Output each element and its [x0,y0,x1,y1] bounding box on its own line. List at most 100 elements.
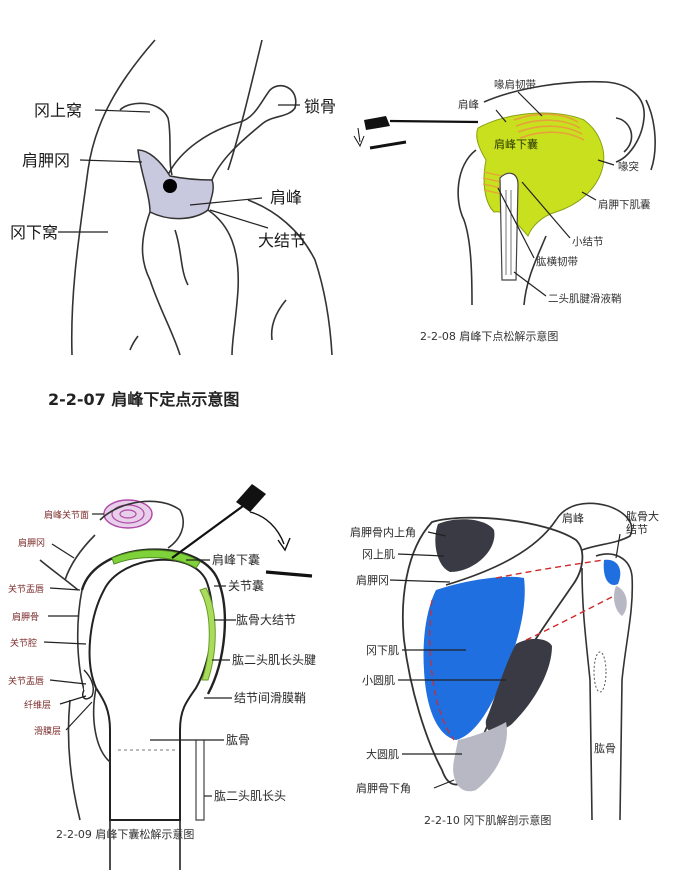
label-humerus: 肱骨 [594,741,616,755]
biceps-sheath [499,172,519,281]
label-labrum-bottom: 关节盂唇 [8,675,44,687]
diagram-bursa-release: 肩峰关节面 肩胛冈 关节盂唇 肩胛骨 关节腔 关节盂唇 纤维层 滑膜层 肩峰下囊… [8,484,316,870]
leader-greater-tubercle [209,209,269,229]
arrow-head [353,135,365,148]
label-lesser-tubercle: 小结节 [572,235,604,248]
biceps-long-head [195,740,205,821]
leader-coracoacromial [517,91,543,117]
needle-handle [236,484,266,512]
label-coracoacromial-ligament: 喙肩韧带 [494,78,536,91]
leader-fibrous [59,695,87,705]
diagram-infraspinatus-anatomy: 肩胛骨内上角 冈上肌 肩胛冈 冈下肌 小圆肌 大圆肌 肩胛骨下角 肩峰 肱骨大结… [350,502,659,827]
neck-outline [227,39,263,171]
arm-fold [129,335,139,351]
scapula-lower [67,699,81,821]
biceps-tendon [199,587,216,681]
label-joint-capsule: 关节囊 [228,578,264,593]
label-scapular-spine: 肩胛冈 [356,573,389,587]
leader-acromion [495,109,507,123]
acromion-upper [119,102,173,176]
label-greater-tubercle: 肱骨大结节 [236,612,296,627]
label-teres-major: 大圆肌 [366,747,399,761]
label-synovial-layer: 滑膜层 [34,726,61,737]
leader-supraspinous [94,109,151,113]
transverse-ligament [482,171,503,195]
leader-labrum-top [49,587,81,591]
label-subscapular-bursa: 肩胛下肌囊 [598,198,651,211]
leader-inferior-angle [433,779,455,789]
panel-infraspinatus-anatomy: 肩胛骨内上角 冈上肌 肩胛冈 冈下肌 小圆肌 大圆肌 肩胛骨下角 肩峰 肱骨大结… [346,440,675,883]
leader-biceps-sheath [513,271,547,297]
humerus-left [457,149,477,306]
leader-lesser-tubercle [521,181,571,239]
scapular-spine [445,502,633,586]
glenoid-edge [76,589,85,691]
panel-subacromial-release: 喙肩韧带 肩峰 肩峰下囊 喙突 肩胛下肌囊 小结节 肱横韧带 二头肌腱滑液鞘 2… [346,0,675,440]
label-acromion: 肩峰 [270,188,302,207]
label-infraspinous-fossa: 冈下窝 [10,223,58,242]
teres-minor-muscle [485,638,552,732]
label-fibrous-layer: 纤维层 [24,699,51,711]
arrow-head [277,537,291,552]
label-subacromial-bursa: 肩峰下囊 [212,552,260,567]
needle-shaft [171,505,244,559]
leader-scapular-spine [51,543,75,559]
needle-handle [364,116,390,130]
needle-pointer [265,570,313,578]
leader-greater-tubercle [615,533,621,559]
leader-transverse-ligament [497,187,535,259]
humerus-right [207,209,240,356]
coracoacromial-ligament [513,113,585,141]
diagram-subacromial-point: 冈上窝 肩胛冈 冈下窝 锁骨 肩峰 大结节 2-2-07 肩峰下定点示意图 [10,39,336,409]
leader-coracoid [597,159,615,166]
label-humerus: 肱骨 [226,732,250,747]
teres-minor-insertion [614,586,627,616]
label-acromion: 肩峰 [562,511,584,525]
humerus-right [595,553,634,821]
axilla-line [270,299,287,341]
humerus-left [141,211,181,356]
leader-supraspinatus [397,553,445,557]
leader-superior-angle [427,531,447,537]
label-biceps-sheath: 二头肌腱滑液鞘 [548,292,622,305]
teres-major-muscle [453,722,507,792]
label-glenoid: 肩胛骨 [12,611,39,623]
clavicle-outline [167,84,297,181]
panel-subacromial-point: 冈上窝 肩胛冈 冈下窝 锁骨 肩峰 大结节 2-2-07 肩峰下定点示意图 [0,0,346,440]
label-labrum-top: 关节盂唇 [8,583,44,595]
infraspinatus-muscle [423,576,525,740]
acromion-arch [99,500,184,549]
label-scapular-spine: 肩胛冈 [18,537,45,549]
panel-bursa-release: 肩峰关节面 肩胛冈 关节盂唇 肩胛骨 关节腔 关节盂唇 纤维层 滑膜层 肩峰下囊… [0,440,346,883]
label-infraspinatus: 冈下肌 [366,644,399,657]
label-biceps-long-head: 肱二头肌长头 [214,788,286,803]
label-coracoid: 喙突 [618,160,639,173]
arrow-shaft [357,127,361,143]
scapula-outline-left [70,39,156,356]
marker-dot [163,179,177,193]
label-intertubercular-sheath: 结节间滑膜鞘 [234,691,306,705]
leader-joint-cavity [43,641,87,645]
label-clavicle: 锁骨 [304,97,336,116]
label-transverse-ligament: 肱横韧带 [536,255,578,268]
caption: 2-2-10 冈下肌解剖示意图 [424,813,551,827]
label-joint-cavity: 关节腔 [10,637,37,649]
humerus-left [581,567,593,821]
caption: 2-2-09 肩峰下囊松解示意图 [56,827,194,841]
needle-pointer [369,140,407,150]
diagram-subacromial-release: 喙肩韧带 肩峰 肩峰下囊 喙突 肩胛下肌囊 小结节 肱横韧带 二头肌腱滑液鞘 2… [353,78,656,343]
spine-line [64,534,96,581]
label-inferior-angle: 肩胛骨下角 [356,781,411,795]
leader-labrum-bottom [49,679,87,685]
capsule-left [92,687,111,763]
label-supraspinatus: 冈上肌 [362,548,395,561]
scapula-edge [645,99,656,171]
greater-tubercle-insertion [603,559,621,585]
label-supraspinous-fossa: 冈上窝 [34,101,82,120]
label-acromion: 肩峰 [458,98,479,111]
tubercle-line [174,229,189,286]
label-subacromial-bursa: 肩峰下囊 [494,137,538,151]
caption: 2-2-08 肩峰下点松解示意图 [420,329,558,343]
scapula-top [39,559,79,591]
leader-acromion [189,197,263,206]
